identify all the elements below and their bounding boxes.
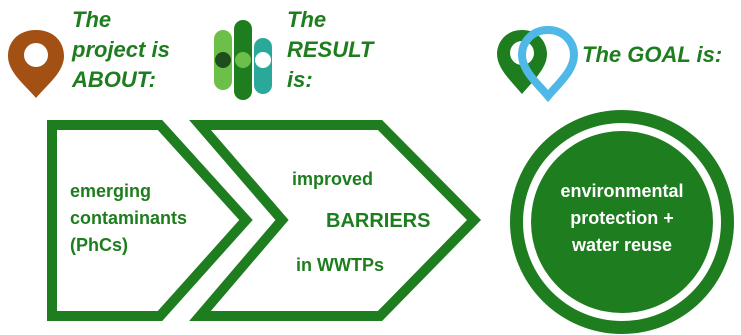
location-pin-icon — [8, 30, 64, 98]
arrow-result-line3: in WWTPs — [296, 255, 384, 275]
heading-goal: The GOAL is: — [582, 42, 723, 67]
arrow-result-line1: improved — [292, 169, 374, 189]
heading-about: The project is ABOUT: — [72, 7, 170, 92]
arrow-about-line: contaminants — [70, 208, 188, 228]
arrow-about-line: emerging — [70, 181, 152, 201]
goal-circle-text: environmental protection + water reuse — [532, 178, 712, 259]
arrow-shape-result — [189, 120, 482, 321]
goal-circle-line: protection + — [570, 208, 674, 228]
arrow-result-line2: BARRIERS — [326, 210, 431, 232]
arrow-about-line: (PhCs) — [70, 235, 128, 255]
bar-columns-icon — [214, 20, 272, 100]
goal-circle-line: water reuse — [571, 235, 673, 255]
arrow-shape-about — [47, 120, 253, 321]
goal-circle-line: environmental — [560, 181, 684, 201]
heading-result: The RESULT is: — [287, 7, 374, 92]
double-location-pin-icon — [497, 25, 579, 103]
goal-circle — [510, 110, 734, 334]
arrow-about-text: emerging contaminants (PhCs) — [70, 178, 187, 259]
